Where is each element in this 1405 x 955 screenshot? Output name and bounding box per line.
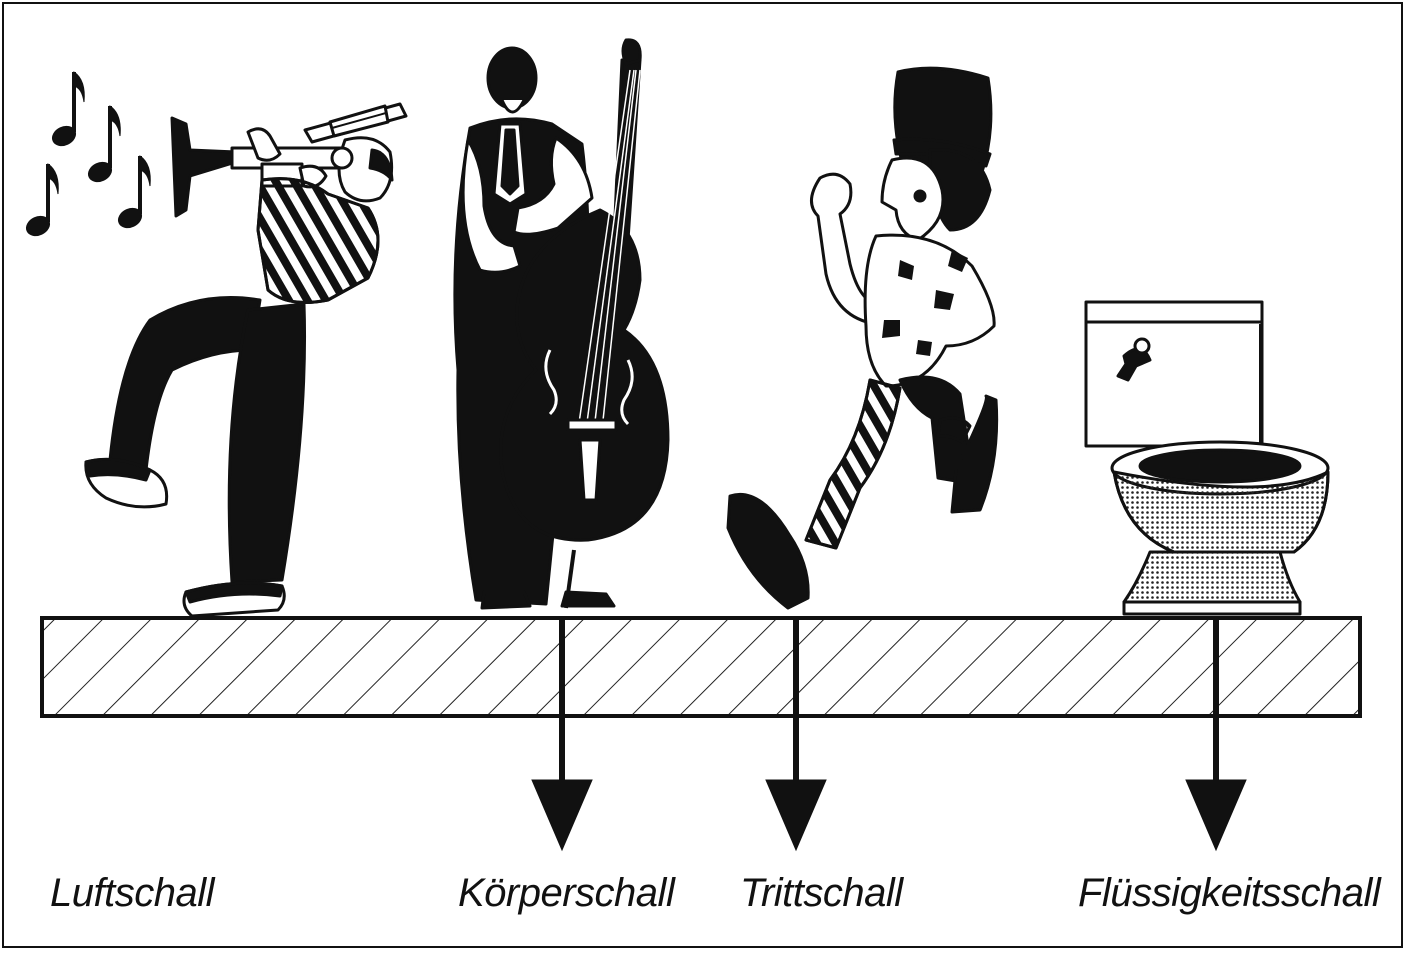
label-impact-sound: Trittschall (740, 873, 903, 913)
toilet-icon (1086, 302, 1328, 614)
floor-slab (42, 618, 1360, 716)
music-notes-icon (23, 72, 150, 239)
double-bass-player-icon (455, 40, 668, 608)
label-structure-borne-sound: Körperschall (458, 873, 674, 913)
label-airborne-sound: Luftschall (50, 873, 214, 913)
trumpet-player-icon (86, 104, 406, 616)
label-liquid-borne-sound: Flüssigkeitsschall (1078, 873, 1380, 913)
walking-clown-icon (728, 68, 997, 608)
